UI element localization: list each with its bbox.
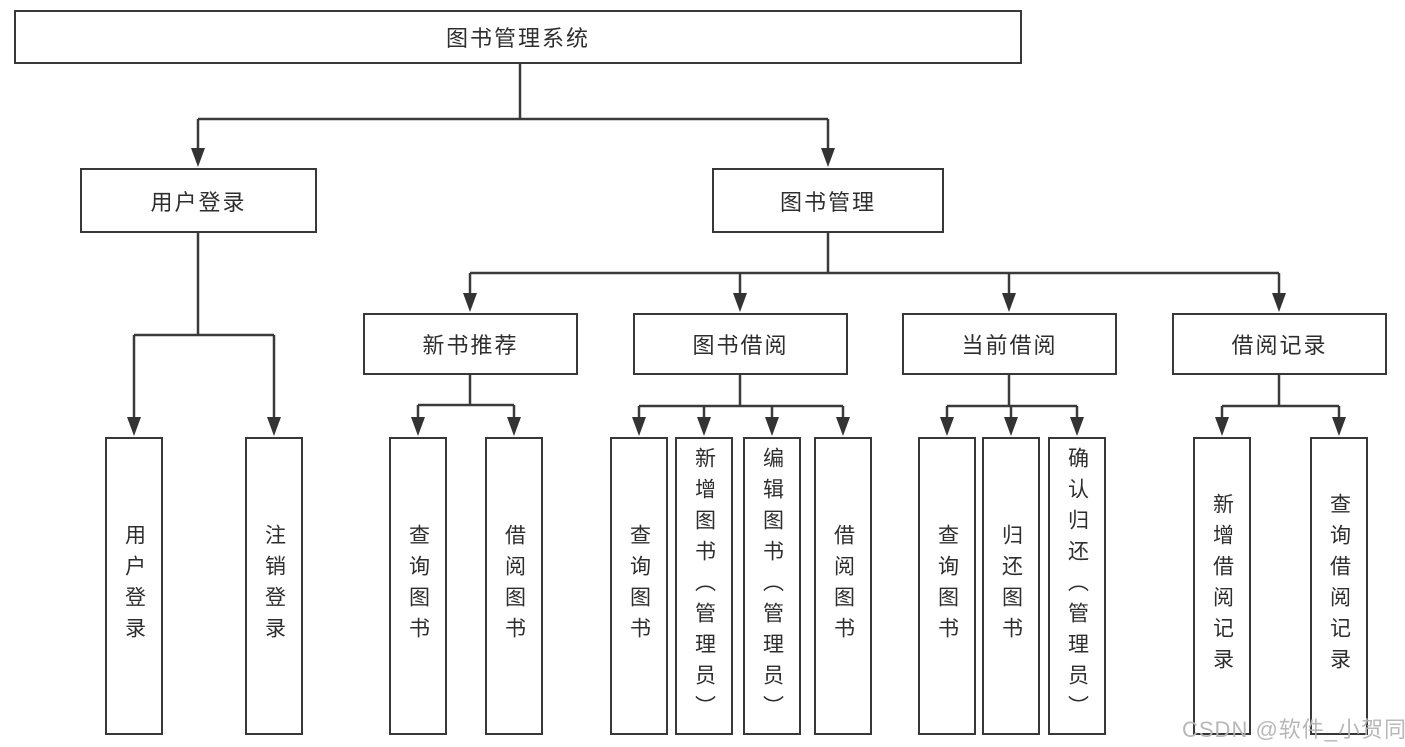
leaf-borrow-books: 借阅图书 xyxy=(814,437,872,735)
leaf-query-books-recommend: 查询图书 xyxy=(389,437,447,735)
leaf-label: 查询图书 xyxy=(627,524,651,648)
leaf-label: 查询图书 xyxy=(935,524,959,648)
leaf-label: 确认归还（管理员） xyxy=(1065,446,1089,726)
connector-borrowrecord-to-leaves xyxy=(1215,375,1346,436)
node-label: 借阅记录 xyxy=(1231,333,1328,358)
leaf-label: 新增图书（管理员） xyxy=(692,446,716,726)
leaf-label: 借阅图书 xyxy=(831,524,855,648)
leaf-label: 归还图书 xyxy=(999,524,1023,648)
node-label: 新书推荐 xyxy=(422,333,519,358)
node-label: 图书借阅 xyxy=(692,333,789,358)
connector-currentborrow-to-leaves xyxy=(940,375,1084,436)
leaf-label: 查询借阅记录 xyxy=(1327,493,1351,679)
connector-userlogin-to-leaves xyxy=(127,233,281,436)
node-label: 当前借阅 xyxy=(961,333,1058,358)
node-library-system: 图书管理系统 xyxy=(14,10,1022,64)
leaf-label: 用户登录 xyxy=(122,524,146,648)
connector-bookborrow-to-leaves xyxy=(632,375,850,436)
node-label: 图书管理 xyxy=(779,189,876,215)
leaf-label: 编辑图书（管理员） xyxy=(760,446,784,726)
leaf-borrow-books-recommend: 借阅图书 xyxy=(485,437,543,735)
node-book-management: 图书管理 xyxy=(712,168,944,233)
node-borrow-record: 借阅记录 xyxy=(1172,313,1387,375)
leaf-add-borrow-record: 新增借阅记录 xyxy=(1193,437,1251,735)
leaf-add-books-admin: 新增图书（管理员） xyxy=(675,437,733,735)
leaf-query-borrow-record: 查询借阅记录 xyxy=(1310,437,1368,735)
leaf-query-books-borrow: 查询图书 xyxy=(610,437,668,735)
connector-root-to-level1 xyxy=(191,64,835,167)
leaf-label: 借阅图书 xyxy=(502,524,526,648)
leaf-query-books-current: 查询图书 xyxy=(918,437,976,735)
leaf-label: 查询图书 xyxy=(406,524,430,648)
leaf-label: 新增借阅记录 xyxy=(1210,493,1234,679)
connector-bookmgmt-to-level2 xyxy=(463,233,1286,312)
node-user-login: 用户登录 xyxy=(80,168,317,233)
node-current-borrow: 当前借阅 xyxy=(902,313,1117,375)
leaf-edit-books-admin: 编辑图书（管理员） xyxy=(743,437,801,735)
node-label: 图书管理系统 xyxy=(445,26,590,51)
node-book-borrow: 图书借阅 xyxy=(633,313,848,375)
leaf-confirm-return-admin: 确认归还（管理员） xyxy=(1048,437,1106,735)
leaf-user-login: 用户登录 xyxy=(105,437,163,735)
connector-newbook-to-leaves xyxy=(411,375,521,436)
leaf-logout: 注销登录 xyxy=(245,437,303,735)
leaf-label: 注销登录 xyxy=(262,524,286,648)
node-label: 用户登录 xyxy=(150,189,247,215)
node-new-book-recommend: 新书推荐 xyxy=(363,313,578,375)
leaf-return-books: 归还图书 xyxy=(982,437,1040,735)
csdn-watermark: CSDN @软件_小贺同学 xyxy=(1182,717,1405,742)
